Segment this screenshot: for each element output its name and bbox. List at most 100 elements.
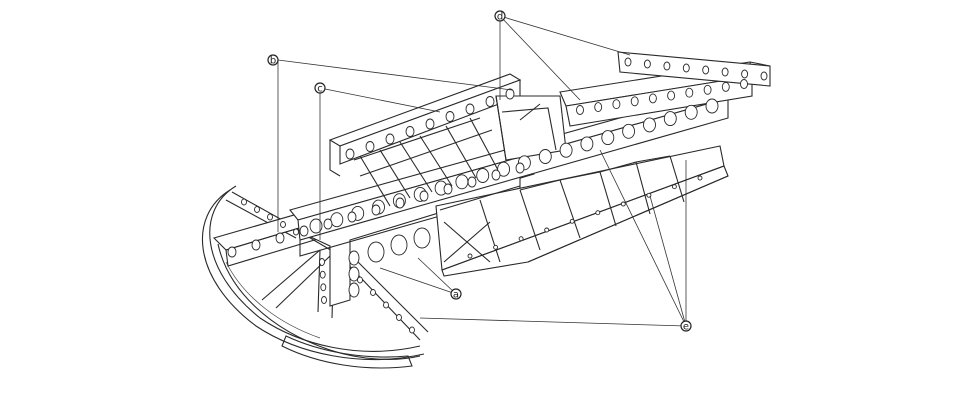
lightening-hole	[348, 266, 360, 282]
lightening-hole	[515, 162, 525, 174]
lightening-hole	[345, 148, 355, 160]
lightening-hole	[357, 276, 363, 284]
lightening-hole	[371, 204, 381, 216]
lightening-hole	[330, 212, 344, 228]
root-fitting	[495, 95, 567, 161]
lightening-hole	[321, 296, 327, 304]
lightening-hole	[323, 218, 333, 230]
trailing-ribs	[435, 145, 729, 277]
lightening-hole	[667, 90, 676, 101]
lightening-hole	[293, 228, 299, 236]
lightening-hole	[405, 126, 415, 137]
lightening-hole	[671, 184, 677, 190]
lightening-hole	[267, 213, 273, 221]
lightening-hole	[348, 250, 360, 266]
lightening-hole	[413, 227, 431, 249]
lightening-hole	[443, 183, 453, 195]
lightening-hole	[705, 98, 719, 114]
lightening-hole	[624, 57, 632, 67]
lightening-hole	[493, 244, 499, 250]
upper-ribs	[353, 117, 499, 207]
callout-d-label: d	[497, 12, 503, 23]
callout-e-label: e	[683, 322, 689, 333]
lightening-holes	[227, 57, 768, 334]
lightening-hole	[569, 218, 575, 224]
lightening-hole	[559, 142, 573, 158]
lightening-hole	[409, 326, 415, 334]
lightening-hole	[643, 59, 651, 69]
lightening-hole	[518, 236, 524, 242]
lightening-hole	[601, 130, 615, 146]
lightening-hole	[227, 246, 237, 258]
lightening-hole	[703, 84, 712, 95]
callout-b: b	[267, 54, 279, 67]
callout-d: d	[494, 10, 506, 23]
lightening-hole	[254, 206, 260, 213]
lightening-hole	[425, 118, 435, 130]
lightening-hole	[251, 239, 261, 251]
lightening-hole	[648, 93, 657, 104]
callout-a: a	[450, 288, 462, 301]
lightening-hole	[348, 282, 360, 298]
lightening-hole	[697, 175, 703, 181]
lightening-hole	[367, 241, 385, 263]
lightening-hole	[684, 104, 698, 120]
lightening-hole	[497, 161, 511, 177]
lightening-hole	[319, 258, 325, 266]
lightening-hole	[467, 253, 473, 259]
lightening-hole	[721, 81, 730, 92]
lightening-hole	[740, 79, 748, 89]
lightening-hole	[663, 61, 671, 71]
lightening-hole	[760, 71, 768, 81]
lightening-hole	[365, 141, 375, 152]
lightening-hole	[663, 111, 677, 127]
lightening-hole	[396, 314, 402, 321]
callout-e: e	[680, 320, 692, 333]
lightening-hole	[622, 123, 636, 139]
lightening-hole	[491, 169, 501, 181]
lightening-hole	[544, 227, 550, 233]
lightening-hole	[319, 270, 326, 279]
lightening-hole	[347, 211, 357, 223]
lightening-hole	[612, 99, 621, 110]
lightening-hole	[320, 283, 327, 292]
lightening-hole	[538, 149, 552, 164]
lightening-hole	[685, 87, 694, 98]
lightening-hole	[465, 103, 475, 115]
lightening-hole	[299, 225, 309, 237]
lightening-hole	[630, 96, 639, 107]
leader-lines	[277, 15, 687, 327]
lightening-hole	[383, 301, 389, 309]
lightening-hole	[467, 176, 477, 188]
lightening-hole	[241, 198, 247, 206]
lightening-hole	[385, 133, 395, 145]
lightening-hole	[580, 136, 594, 152]
callout-c: c	[314, 82, 326, 95]
lightening-hole	[643, 117, 656, 133]
lightening-hole	[275, 232, 285, 244]
lightening-hole	[741, 69, 749, 79]
lightening-hole	[280, 221, 286, 228]
lightening-hole	[395, 197, 405, 209]
lightening-hole	[620, 201, 626, 207]
lightening-hole	[445, 111, 455, 122]
lightening-hole	[419, 190, 429, 202]
lightening-hole	[595, 210, 601, 216]
lightening-hole	[476, 168, 490, 183]
wing-tip-bow	[201, 185, 425, 369]
lightening-hole	[682, 63, 690, 73]
lightening-hole	[505, 88, 515, 100]
lightening-hole	[702, 65, 710, 75]
lightening-hole	[390, 234, 408, 256]
lightening-hole	[370, 289, 376, 296]
lightening-hole	[485, 96, 495, 107]
callout-b-label: b	[270, 56, 276, 67]
lightening-hole	[455, 174, 469, 190]
callout-a-label: a	[453, 290, 459, 301]
lightening-hole	[721, 67, 729, 77]
lightening-hole	[576, 105, 584, 115]
callout-c-label: c	[317, 84, 323, 95]
lightening-hole	[309, 218, 323, 234]
lightening-hole	[594, 102, 603, 113]
